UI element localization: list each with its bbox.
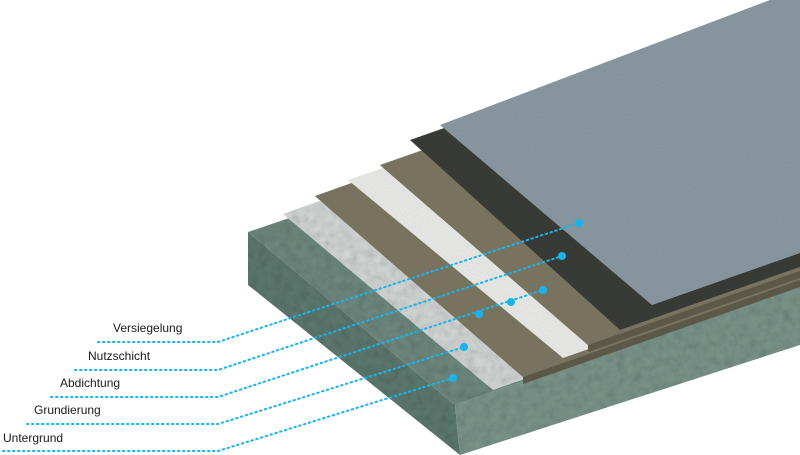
leader-line-versiegelung [97,222,580,343]
leader-line-nutzschicht [74,255,563,371]
marker-dot [539,286,547,294]
marker-dot [449,374,457,382]
marker-dot [575,219,583,227]
label-versiegelung: Versiegelung [113,321,183,335]
leader-line-abdichtung [50,289,544,398]
marker-dot [558,252,566,260]
marker-dot [507,298,515,306]
leader-line-grundierung [26,346,465,425]
marker-dot [460,343,468,351]
leader-line-untergrund [2,377,454,452]
substrate-right-face [455,284,800,455]
substrate-left-face [248,232,460,455]
label-nutzschicht: Nutzschicht [88,349,151,363]
label-abdichtung: Abdichtung [60,376,121,390]
label-untergrund: Untergrund [3,431,64,445]
marker-dot [475,310,483,318]
label-grundierung: Grundierung [34,403,101,417]
sealing-layer [440,0,800,305]
